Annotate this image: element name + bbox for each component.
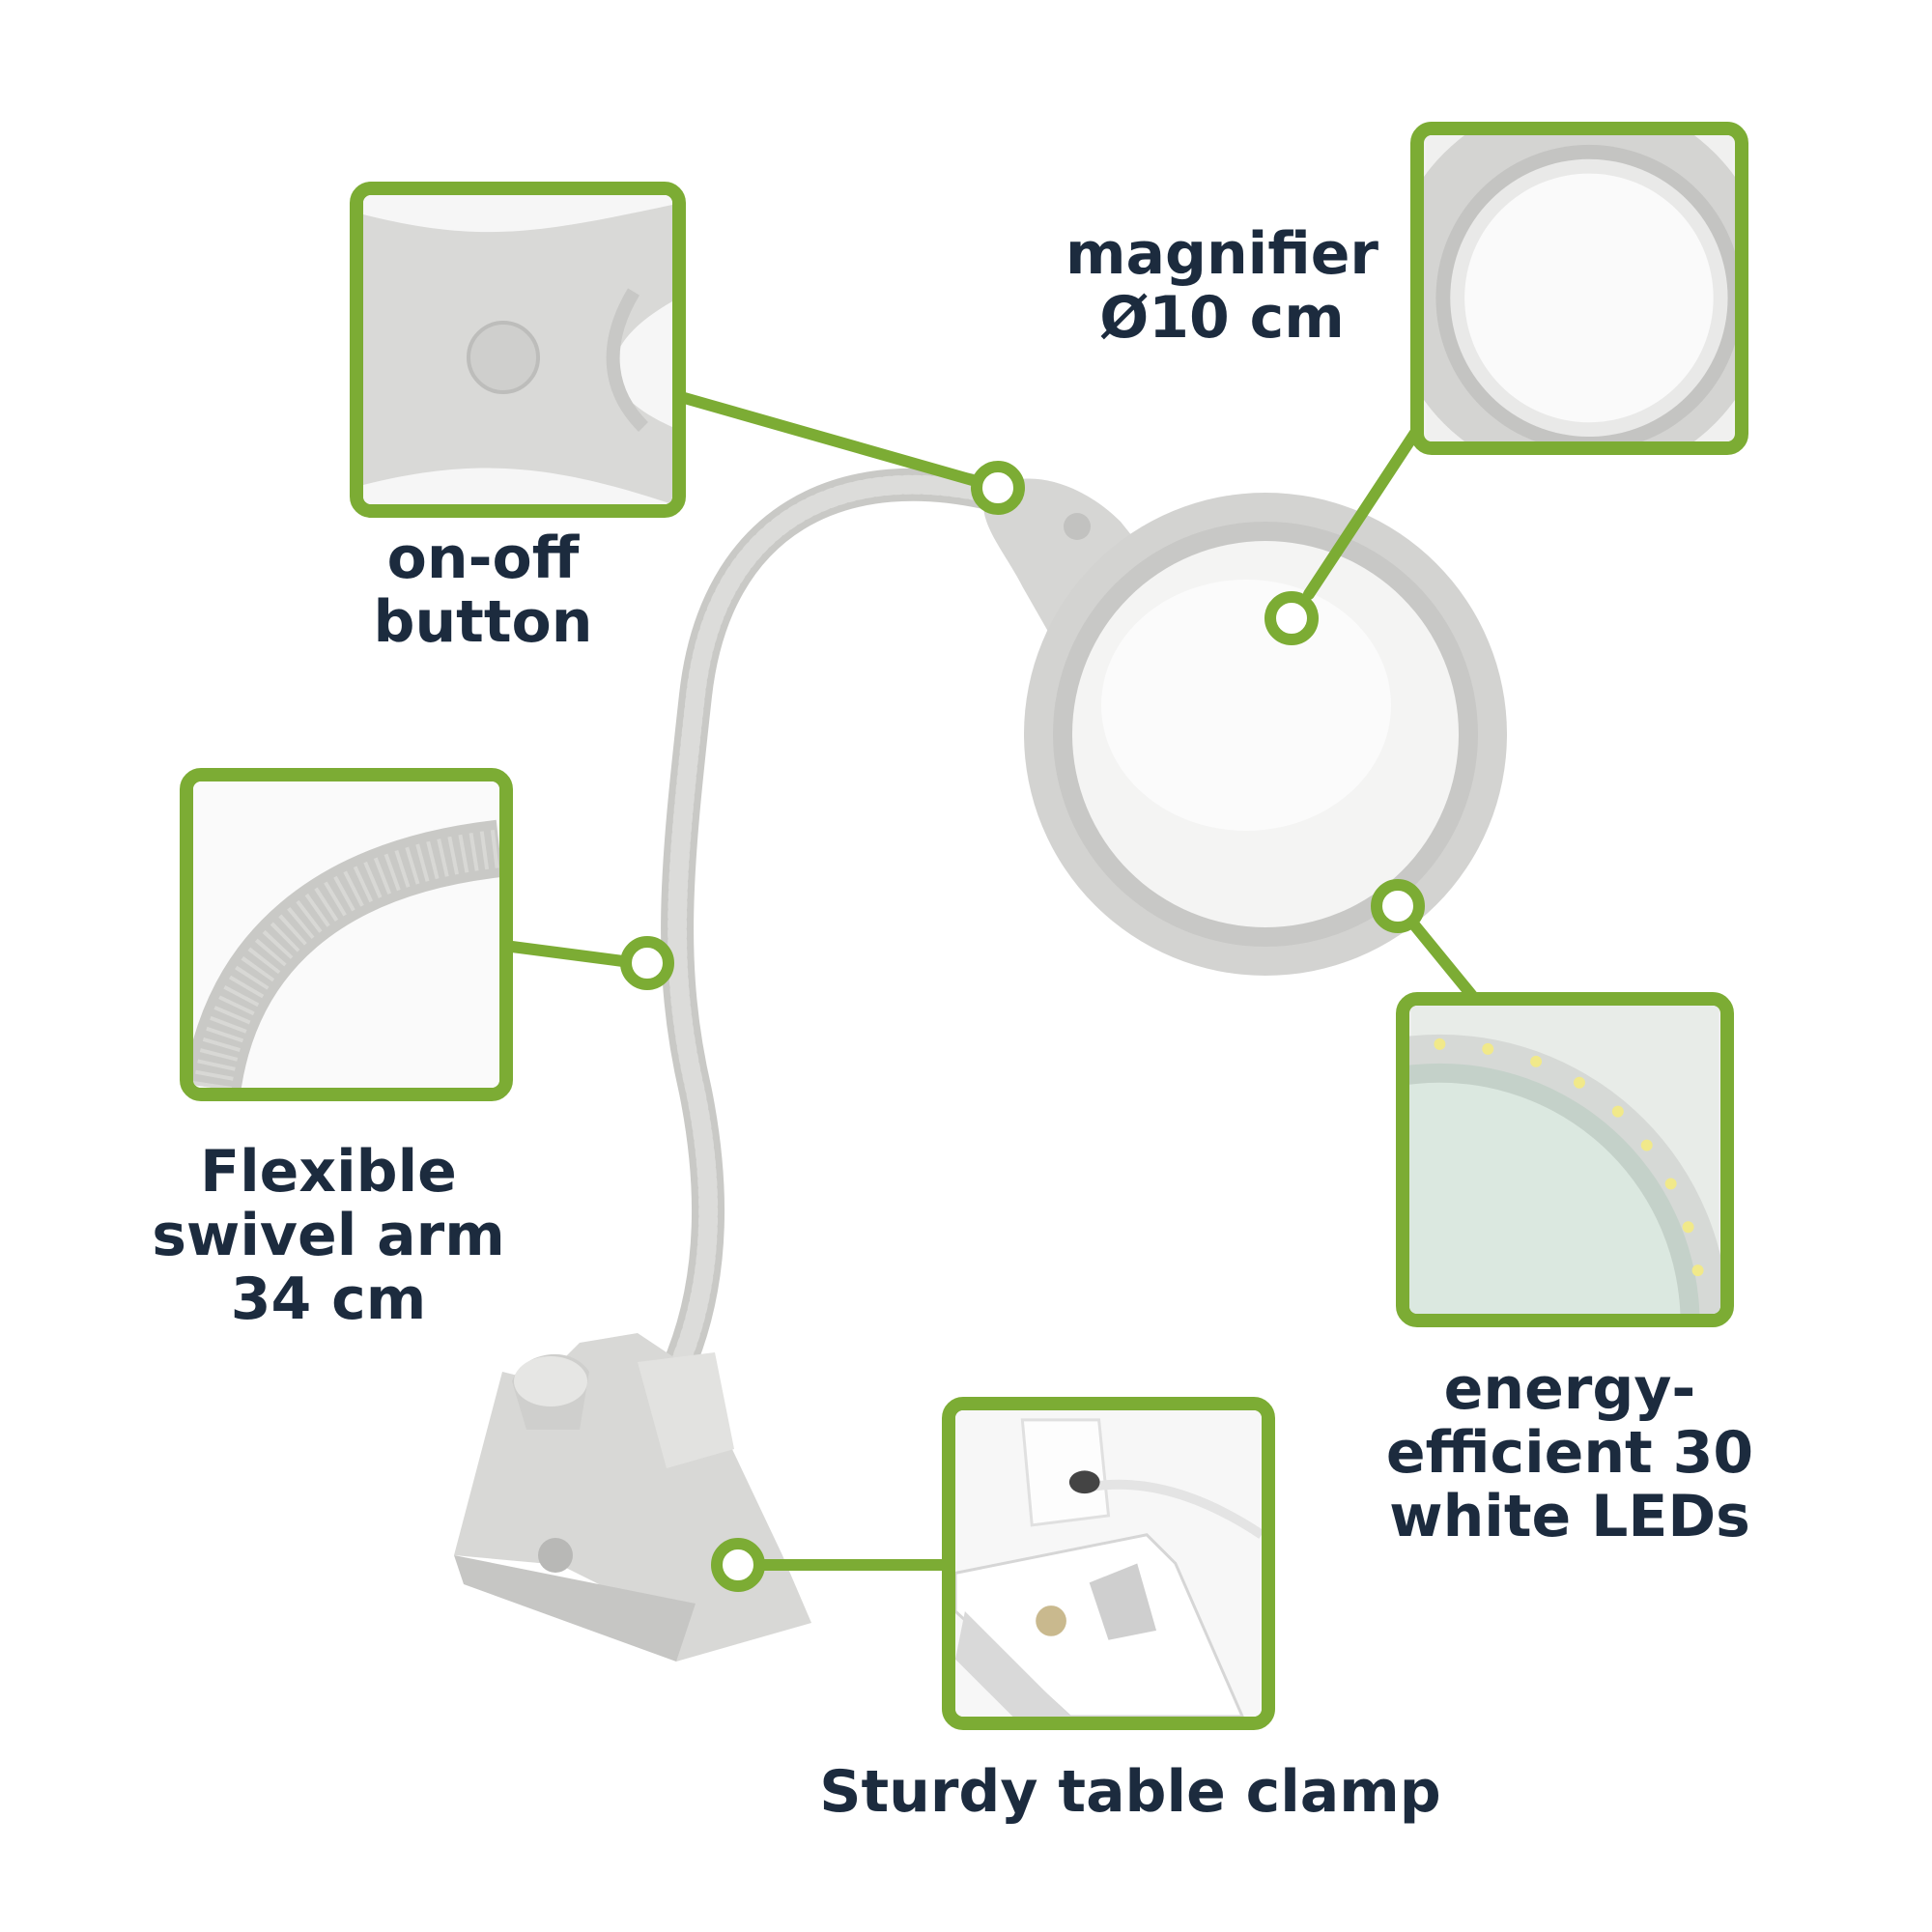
detail-frame-power-button xyxy=(350,182,686,518)
callout-line: on-off xyxy=(386,525,580,592)
detail-frame-clamp xyxy=(942,1397,1275,1730)
callout-line: energy- xyxy=(1443,1355,1696,1423)
power-button-icon xyxy=(467,321,540,394)
callout-label-clamp: Sturdy table clamp xyxy=(792,1760,1468,1824)
callout-dots xyxy=(620,461,1425,1592)
callout-label-magnifier: magnifier Ø10 cm xyxy=(1048,222,1396,350)
callout-line: Flexible xyxy=(200,1138,457,1206)
table-clamp xyxy=(454,1333,811,1662)
callout-line: button xyxy=(373,588,593,656)
callout-line: swivel arm xyxy=(152,1202,505,1269)
gooseneck-arm xyxy=(660,468,1021,1388)
callout-line: efficient 30 xyxy=(1385,1419,1754,1487)
callout-label-swivel-arm: Flexible swivel arm 34 cm xyxy=(135,1140,522,1331)
callout-line: magnifier xyxy=(1065,220,1378,288)
callout-label-leds: energy- efficient 30 white LEDs xyxy=(1362,1357,1777,1548)
swivel-arm-detail-image xyxy=(193,781,499,1088)
magnifier-detail-image xyxy=(1424,135,1735,441)
callout-line: white LEDs xyxy=(1389,1483,1750,1550)
led-ring-detail-image xyxy=(1409,1006,1720,1314)
callout-label-power-button: on-off button xyxy=(328,526,638,654)
magnifier-head xyxy=(983,478,1507,976)
detail-frame-leds xyxy=(1396,992,1734,1327)
callout-connectors xyxy=(506,391,1479,1571)
callout-line: Sturdy table clamp xyxy=(819,1758,1441,1826)
callout-line: Ø10 cm xyxy=(1099,284,1345,352)
detail-frame-swivel-arm xyxy=(180,768,513,1101)
detail-frame-magnifier xyxy=(1410,122,1748,455)
clamp-detail-image xyxy=(955,1410,1262,1717)
callout-line: 34 cm xyxy=(230,1265,427,1333)
power-button-detail-image xyxy=(363,195,672,504)
led-dots xyxy=(1434,1037,1704,1277)
